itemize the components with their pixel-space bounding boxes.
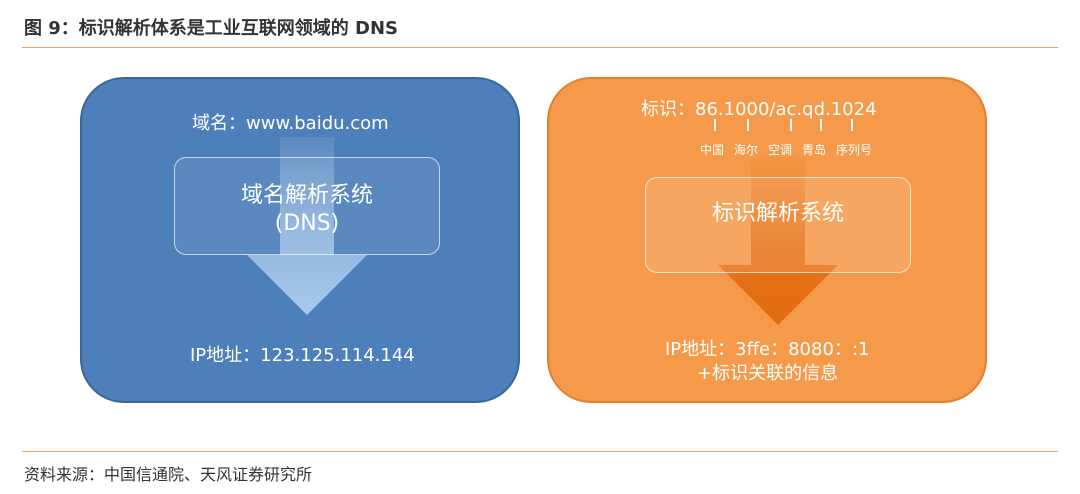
identifier-panel: 标识：86.1000/ac.qd.1024 中国 海尔 空调 青岛 序列号 标识… [547,77,987,403]
segment-tick [790,119,792,131]
segment-tick [714,119,716,131]
identifier-input-label: 标识：86.1000/ac.qd.1024 [641,99,877,120]
figure-source: 资料来源：中国信通院、天风证券研究所 [24,465,313,484]
dns-output-label: IP地址：123.125.114.144 [190,345,415,366]
dns-input-label: 域名：www.baidu.com [192,113,389,134]
identifier-output-info: +标识关联的信息 [697,363,839,384]
identifier-down-arrow-icon [718,157,838,325]
segment-label-product: 空调 [768,143,793,157]
identifier-system-box: 标识解析系统 [645,177,911,273]
dns-down-arrow-icon [247,137,367,315]
dns-system-abbrev: (DNS) [274,211,340,236]
top-divider [22,47,1058,48]
segment-label-serial: 序列号 [836,143,873,157]
dns-system-box: 域名解析系统 (DNS) [174,157,440,255]
dns-panel: 域名：www.baidu.com 域名解析系统 (DNS) IP地址：123.1… [80,77,520,403]
segment-tick [820,119,822,131]
figure-title: 图 9：标识解析体系是工业互联网领域的 DNS [24,18,399,39]
segment-tick [747,119,749,131]
segment-label-country: 中国 [700,143,725,157]
dns-system-name: 域名解析系统 [240,183,373,208]
segment-label-company: 海尔 [734,143,759,157]
identifier-system-name: 标识解析系统 [711,201,844,226]
segment-label-city: 青岛 [802,143,827,157]
identifier-output-address: IP地址：3ffe：8080：:1 [665,339,870,360]
bottom-divider [22,451,1058,452]
segment-tick [851,119,853,131]
